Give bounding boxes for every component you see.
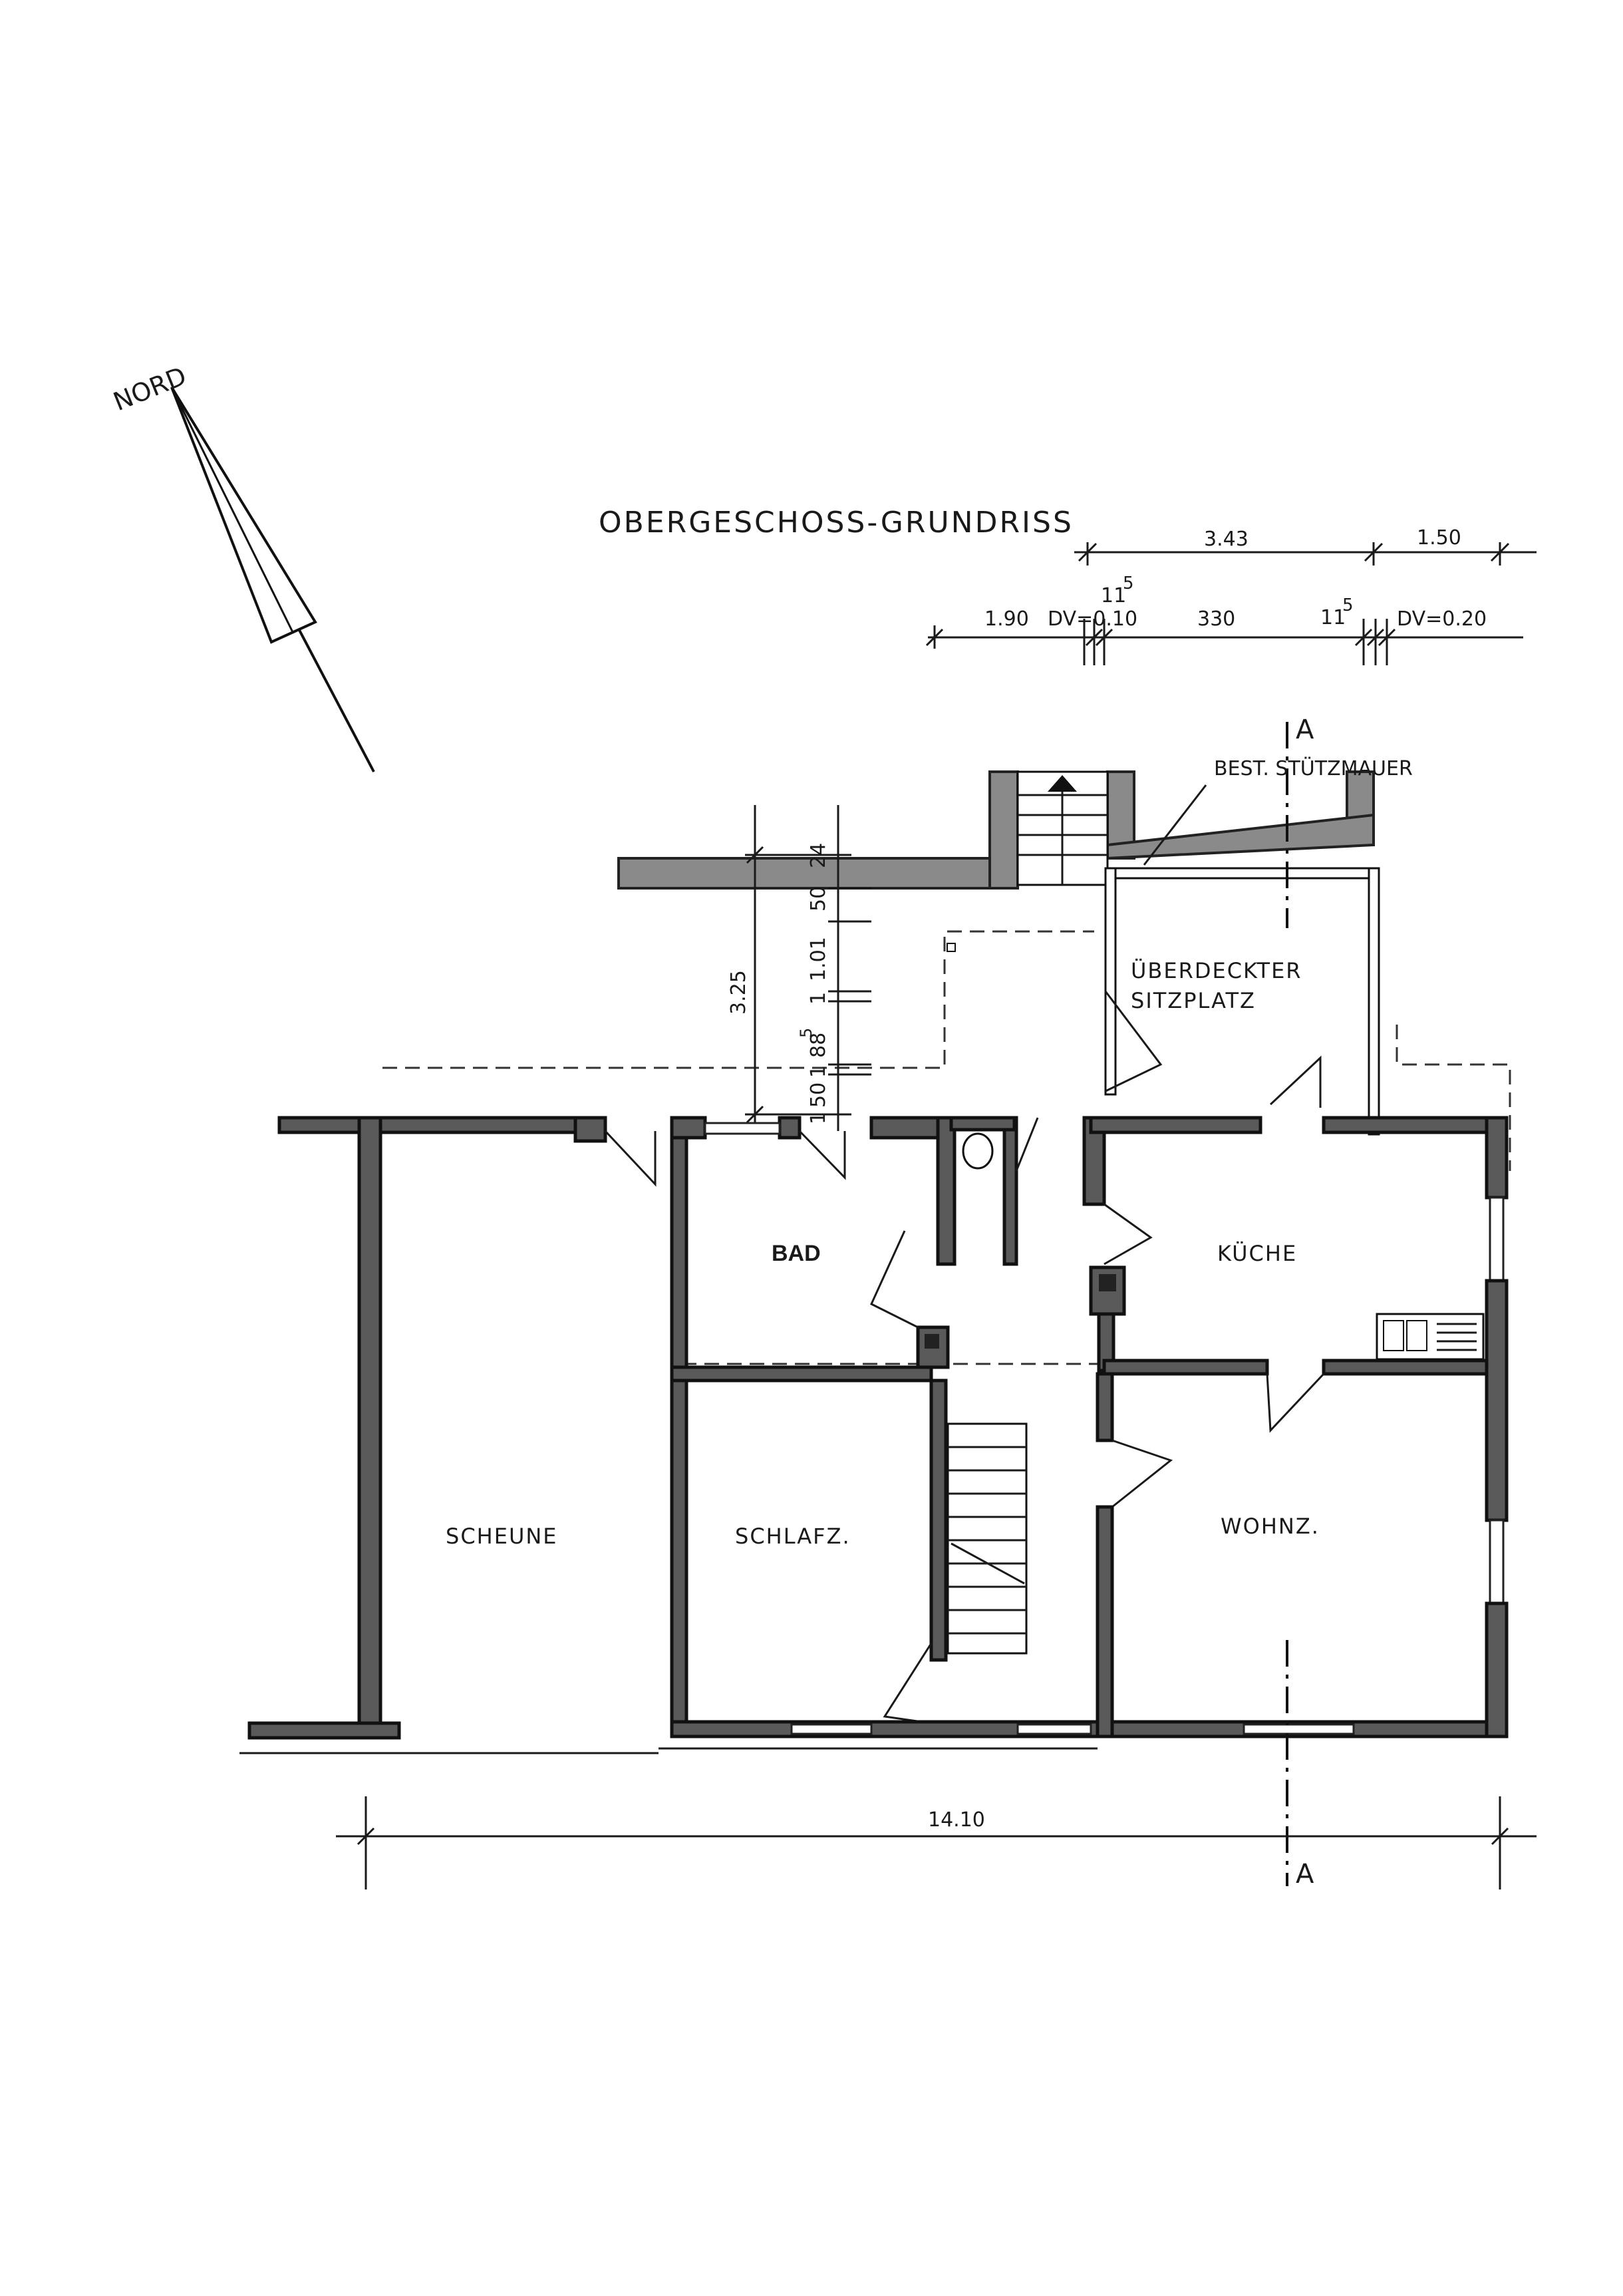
dim-v-5-sup: 5 <box>797 1028 815 1038</box>
room-label-schlafz: SCHLAFZ. <box>735 1524 851 1549</box>
outdoor-stair <box>1016 770 1109 886</box>
dim-v-24: 24 <box>807 843 830 868</box>
dim-3-43: 3.43 <box>1204 528 1249 551</box>
dim-dv-0-10: DV=0.10 <box>1048 607 1137 631</box>
dim-330: 330 <box>1197 607 1235 631</box>
section-mark-top: A <box>1296 715 1314 745</box>
dim-11-right: 11 <box>1320 606 1346 629</box>
dim-11-left: 11 <box>1101 584 1126 607</box>
dim-dv-0-20: DV=0.20 <box>1397 607 1487 631</box>
room-label-covered-seating-1: ÜBERDECKTER <box>1131 958 1302 983</box>
drawing-title: OBERGESCHOSS-GRUNDRISS <box>599 506 1074 540</box>
dim-5-sup-right: 5 <box>1342 595 1354 615</box>
room-label-wohnz: WOHNZ. <box>1221 1514 1320 1539</box>
section-line-a-a: A A <box>1286 715 1314 1889</box>
dim-v-88: 88 <box>807 1033 830 1058</box>
dim-v-50-bottom: 50 <box>807 1082 830 1108</box>
retaining-wall: BEST. STÜTZMAUER <box>617 756 1413 890</box>
dim-v-1c: 1 <box>807 1112 830 1124</box>
vertical-dimension-chain: 24 50 1.01 1 88 5 1 50 1 3.25 <box>727 805 871 1131</box>
dim-v-3-25: 3.25 <box>727 970 750 1015</box>
room-label-kueche: KÜCHE <box>1217 1241 1297 1266</box>
dim-v-1a: 1 <box>807 992 830 1005</box>
building-walls <box>239 1116 1509 1754</box>
dim-1-50: 1.50 <box>1417 526 1461 550</box>
top-dimension-chains: 3.43 1.50 1.90 DV=0.10 330 DV=0.20 11 5 … <box>925 526 1537 665</box>
room-label-scheune: SCHEUNE <box>446 1524 558 1549</box>
hall-stair-treads <box>948 1446 1026 1635</box>
north-arrow: NORD <box>109 361 375 772</box>
section-mark-bottom: A <box>1296 1859 1314 1889</box>
dim-v-50-top: 50 <box>807 886 830 911</box>
dim-14-10: 14.10 <box>928 1808 985 1832</box>
existing-retaining-wall-label: BEST. STÜTZMAUER <box>1214 756 1413 780</box>
north-label: NORD <box>109 361 190 417</box>
dim-v-1b: 1 <box>807 1065 830 1078</box>
bottom-dimension: 14.10 <box>336 1796 1537 1889</box>
covered-seating-area: ÜBERDECKTER SITZPLATZ <box>1104 867 1380 1136</box>
dim-1-90: 1.90 <box>984 607 1029 631</box>
dim-5-sup-left: 5 <box>1123 574 1134 593</box>
room-label-covered-seating-2: SITZPLATZ <box>1131 988 1256 1013</box>
room-label-bad: BAD <box>772 1241 821 1266</box>
dim-v-1-01: 1.01 <box>807 937 830 981</box>
